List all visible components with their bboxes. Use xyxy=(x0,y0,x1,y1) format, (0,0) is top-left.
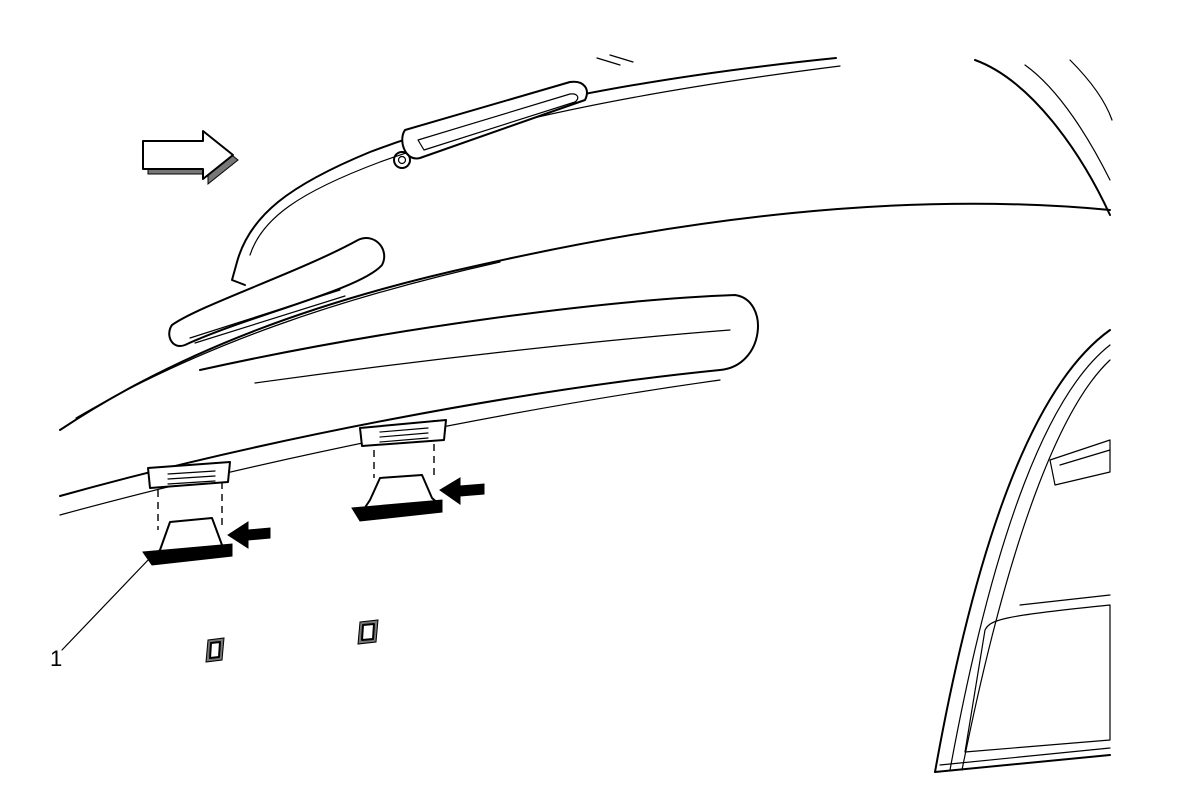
vehicle-forward-arrow xyxy=(142,130,239,186)
license-lamp-left xyxy=(142,461,271,566)
rear-wiper xyxy=(168,237,386,347)
center-high-mounted-stop-lamp xyxy=(393,80,588,169)
callout-label-1: 1 xyxy=(50,646,63,671)
liftgate-spoiler xyxy=(59,54,1113,431)
license-lamp-right xyxy=(351,419,485,522)
rear-window xyxy=(934,329,1111,773)
license-lamp-openings xyxy=(205,619,379,663)
callout-1-leader xyxy=(61,557,151,651)
